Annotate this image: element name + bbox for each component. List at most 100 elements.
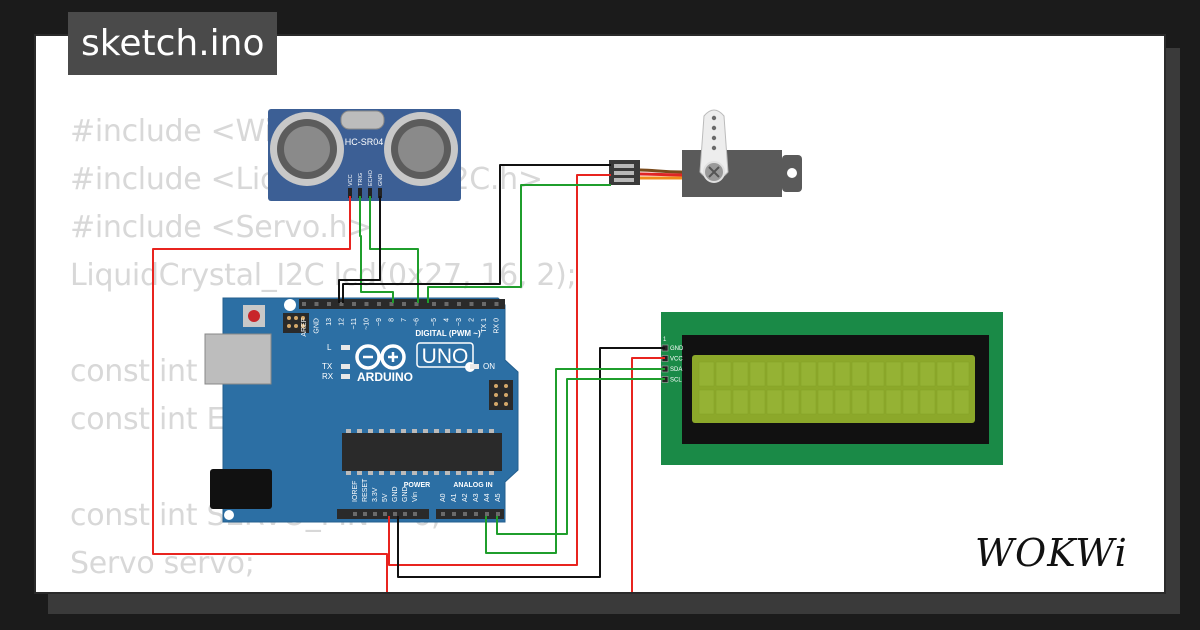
wire-lcd-gnd[interactable] — [397, 347, 665, 578]
digital-pin[interactable] — [302, 302, 306, 306]
digital-pin-label: 2 — [469, 318, 476, 322]
digital-pin[interactable] — [457, 302, 461, 306]
digital-pin-label: TX 1 — [481, 318, 488, 333]
servo-horn-holes — [711, 115, 717, 151]
analog-pin[interactable] — [463, 512, 467, 516]
sensor-pin-leg[interactable] — [358, 188, 362, 198]
digital-pin-label: AREF — [301, 318, 308, 337]
analog-pin[interactable] — [485, 512, 489, 516]
digital-pin[interactable] — [482, 302, 486, 306]
power-pin-label: 3.3V — [372, 487, 379, 502]
led-on — [470, 364, 479, 369]
usb-port — [204, 333, 272, 385]
mount-hole-bottom-left — [224, 510, 234, 520]
uno-badge — [416, 342, 474, 368]
atmega-chip — [342, 433, 502, 471]
power-pin-label: 5V — [382, 493, 389, 502]
wire-sensor-gnd[interactable] — [338, 196, 381, 303]
power-pin[interactable] — [413, 512, 417, 516]
led-rx-label: RX — [322, 372, 334, 381]
power-pin[interactable] — [403, 512, 407, 516]
sensor-pin-legs — [348, 188, 382, 198]
servo-motor[interactable] — [609, 109, 802, 197]
lcd-pin-label: VCC — [670, 357, 683, 363]
sensor-pin-label: GND — [378, 174, 384, 186]
led-tx-label: TX — [322, 362, 333, 371]
digital-pin-label: 12 — [339, 318, 346, 326]
servo-wire-brown — [639, 168, 683, 174]
wires — [152, 164, 665, 600]
wire-servo-gnd[interactable] — [342, 164, 611, 303]
sensor-pin-leg[interactable] — [378, 188, 382, 198]
digital-pin[interactable] — [402, 302, 406, 306]
digital-pin[interactable] — [389, 302, 394, 306]
digital-pin[interactable] — [377, 302, 381, 306]
icsp-header-right — [489, 380, 513, 410]
analog-header-label: ANALOG IN — [453, 482, 492, 489]
power-pin[interactable] — [373, 512, 377, 516]
power-pin-label: RESET — [362, 478, 369, 502]
analog-pin[interactable] — [474, 512, 478, 516]
bottom-header-pins — [353, 512, 500, 516]
digital-pin[interactable] — [494, 302, 499, 306]
transducer-right — [384, 112, 458, 186]
power-jack — [210, 469, 272, 509]
lcd-pin-label: SCL — [670, 378, 682, 384]
digital-pin[interactable] — [364, 302, 369, 306]
digital-pin-label: ~10 — [364, 318, 371, 330]
wire-sensor-echo[interactable] — [369, 196, 419, 303]
power-header-label: POWER — [404, 482, 430, 489]
sensor-pin-leg[interactable] — [368, 188, 372, 198]
digital-pin-label: ~5 — [431, 318, 438, 326]
sensor-pin-label: VCC — [348, 174, 354, 186]
digital-header-label: DIGITAL (PWM ~) — [415, 329, 481, 338]
digital-pin[interactable] — [327, 302, 331, 306]
wire-servo-vcc[interactable] — [388, 174, 611, 566]
digital-pin[interactable] — [314, 302, 319, 306]
digital-pin-label: GND — [314, 318, 321, 334]
power-pin[interactable] — [393, 512, 397, 516]
digital-pin[interactable] — [444, 302, 449, 306]
wokwi-logo: WOKWi — [975, 531, 1127, 575]
analog-pin-label: A1 — [451, 493, 458, 502]
power-pin-label: Vin — [412, 492, 419, 502]
wire-lcd-sda[interactable] — [485, 368, 665, 554]
digital-pin[interactable] — [339, 302, 344, 306]
digital-pin-label: ~6 — [414, 318, 421, 326]
file-name-tag[interactable]: sketch.ino — [68, 12, 278, 75]
analog-pin[interactable] — [496, 512, 500, 516]
power-pin[interactable] — [363, 512, 367, 516]
wire-lcd-scl[interactable] — [496, 378, 665, 535]
analog-pin[interactable] — [452, 512, 456, 516]
digital-pin-label: ~3 — [456, 318, 463, 326]
sensor-pin-leg[interactable] — [348, 188, 352, 198]
analog-header — [436, 509, 504, 519]
analog-pin[interactable] — [441, 512, 445, 516]
wire-sensor-vcc[interactable] — [152, 196, 388, 600]
digital-pin[interactable] — [432, 302, 436, 306]
lcd-pin-label: GND — [670, 346, 684, 352]
analog-pin-label: A4 — [484, 493, 491, 502]
digital-pin[interactable] — [469, 302, 474, 306]
servo-mount-hole — [787, 168, 797, 178]
led-l — [341, 345, 350, 350]
digital-pin-label: ~11 — [351, 318, 358, 329]
analog-pin-label: A2 — [462, 493, 469, 502]
wire-servo-signal[interactable] — [427, 184, 611, 303]
digital-pin[interactable] — [352, 302, 356, 306]
analog-pin-label: A5 — [495, 493, 502, 502]
arduino-brand-label: ARDUINO — [357, 370, 413, 384]
digital-pin[interactable] — [414, 302, 419, 306]
power-pin[interactable] — [353, 512, 357, 516]
reset-button[interactable] — [248, 310, 260, 322]
wire-sensor-trig[interactable] — [359, 196, 394, 303]
power-pin[interactable] — [383, 512, 387, 516]
wire-lcd-vcc[interactable] — [631, 357, 665, 600]
